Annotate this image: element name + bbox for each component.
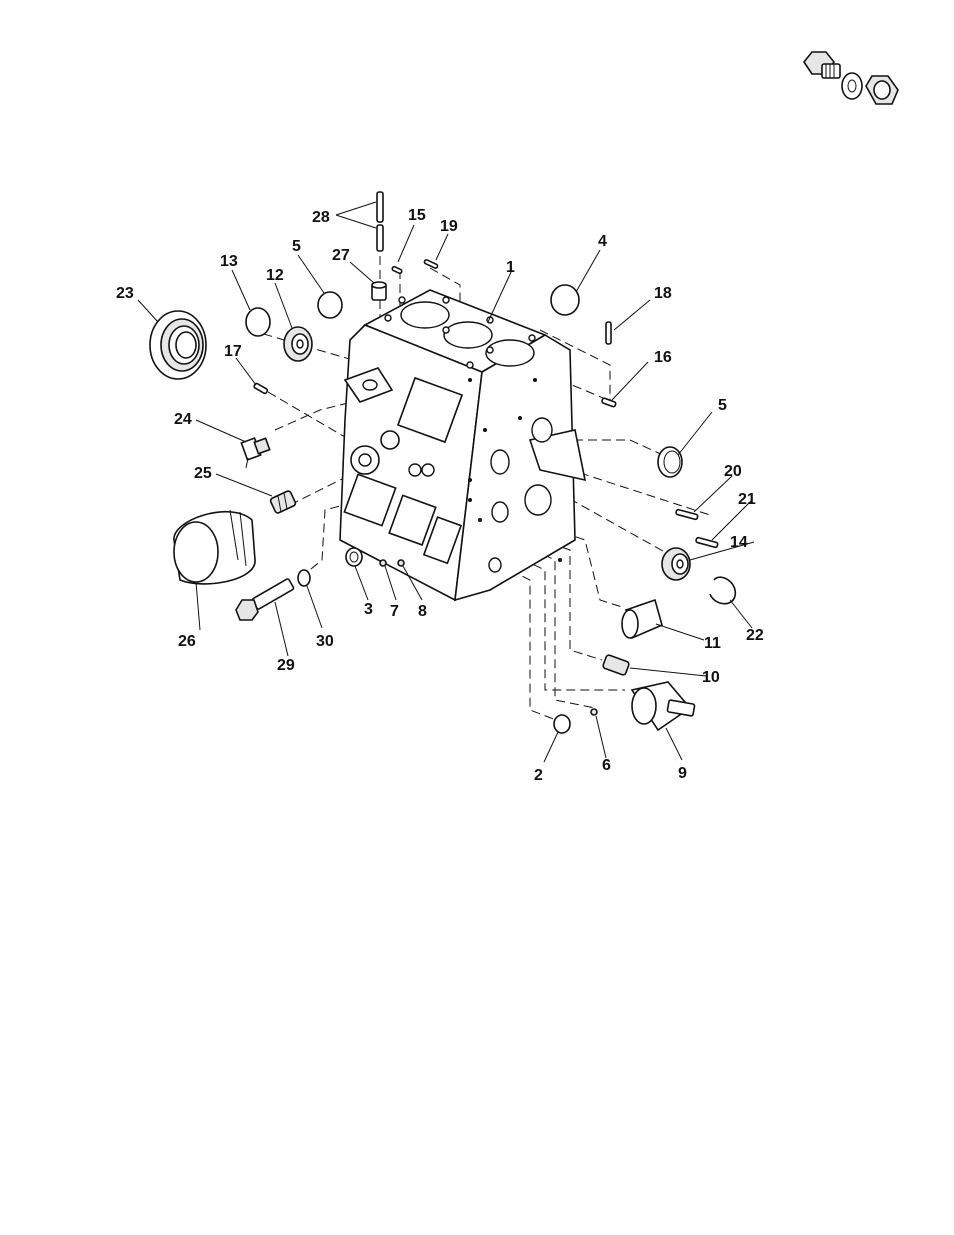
part-5-seal bbox=[658, 447, 682, 477]
part-27-sleeve bbox=[372, 282, 386, 300]
callout-5-right: 5 bbox=[718, 397, 727, 414]
callout-26: 26 bbox=[178, 633, 196, 650]
callout-20: 20 bbox=[724, 463, 742, 480]
callout-2: 2 bbox=[534, 767, 543, 784]
part-5-plug bbox=[318, 292, 342, 318]
callout-27: 27 bbox=[332, 247, 350, 264]
part-7-plug bbox=[380, 560, 386, 566]
part-4-plug bbox=[551, 285, 579, 315]
part-19-pin bbox=[424, 259, 438, 269]
callout-22: 22 bbox=[746, 627, 764, 644]
callout-1: 1 bbox=[506, 259, 515, 276]
part-30-o-ring bbox=[298, 570, 310, 586]
callout-21: 21 bbox=[738, 491, 756, 508]
callout-24: 24 bbox=[174, 411, 192, 428]
part-22-circlip bbox=[710, 577, 735, 604]
callout-19: 19 bbox=[440, 218, 458, 235]
callout-10: 10 bbox=[702, 669, 720, 686]
callout-8: 8 bbox=[418, 603, 427, 620]
part-29-bolt bbox=[236, 578, 294, 620]
part-18-pin bbox=[606, 322, 611, 344]
callout-12: 12 bbox=[266, 267, 284, 284]
callout-5-top: 5 bbox=[292, 238, 301, 255]
callout-9: 9 bbox=[678, 765, 687, 782]
callout-13: 13 bbox=[220, 253, 238, 270]
callout-15: 15 bbox=[408, 207, 426, 224]
part-14-bearing bbox=[662, 548, 690, 580]
callout-18: 18 bbox=[654, 285, 672, 302]
callout-4: 4 bbox=[598, 233, 607, 250]
part-16-pin bbox=[601, 398, 616, 407]
callout-30: 30 bbox=[316, 633, 334, 650]
part-3-washer bbox=[346, 548, 362, 566]
callout-28: 28 bbox=[312, 209, 330, 226]
callout-25: 25 bbox=[194, 465, 212, 482]
callout-14: 14 bbox=[730, 534, 748, 551]
callout-11: 11 bbox=[704, 635, 721, 652]
callout-17: 17 bbox=[224, 343, 242, 360]
hardware-bolt-washer-nut-icon bbox=[804, 52, 898, 104]
callout-3: 3 bbox=[364, 601, 373, 618]
part-24-sensor bbox=[241, 438, 269, 468]
part-12-bearing bbox=[284, 327, 312, 361]
part-2-plug bbox=[554, 715, 570, 733]
part-9-pump bbox=[632, 682, 695, 730]
part-23-oil-seal bbox=[150, 311, 206, 379]
part-28-studs bbox=[377, 192, 383, 251]
part-21-pin bbox=[696, 537, 719, 548]
cylinder-block bbox=[340, 290, 585, 600]
callout-16: 16 bbox=[654, 349, 672, 366]
callout-7: 7 bbox=[390, 603, 399, 620]
part-25-fitting bbox=[270, 490, 297, 514]
callout-23: 23 bbox=[116, 285, 134, 302]
part-13-disk bbox=[246, 308, 270, 336]
callout-6: 6 bbox=[602, 757, 611, 774]
part-6-plug bbox=[591, 709, 597, 715]
part-15-pin bbox=[392, 266, 403, 274]
part-10-fitting bbox=[602, 654, 629, 675]
part-11-bushing bbox=[622, 600, 662, 638]
part-8-plug bbox=[398, 560, 404, 566]
callout-29: 29 bbox=[277, 657, 295, 674]
part-26-oil-filter bbox=[174, 510, 255, 584]
